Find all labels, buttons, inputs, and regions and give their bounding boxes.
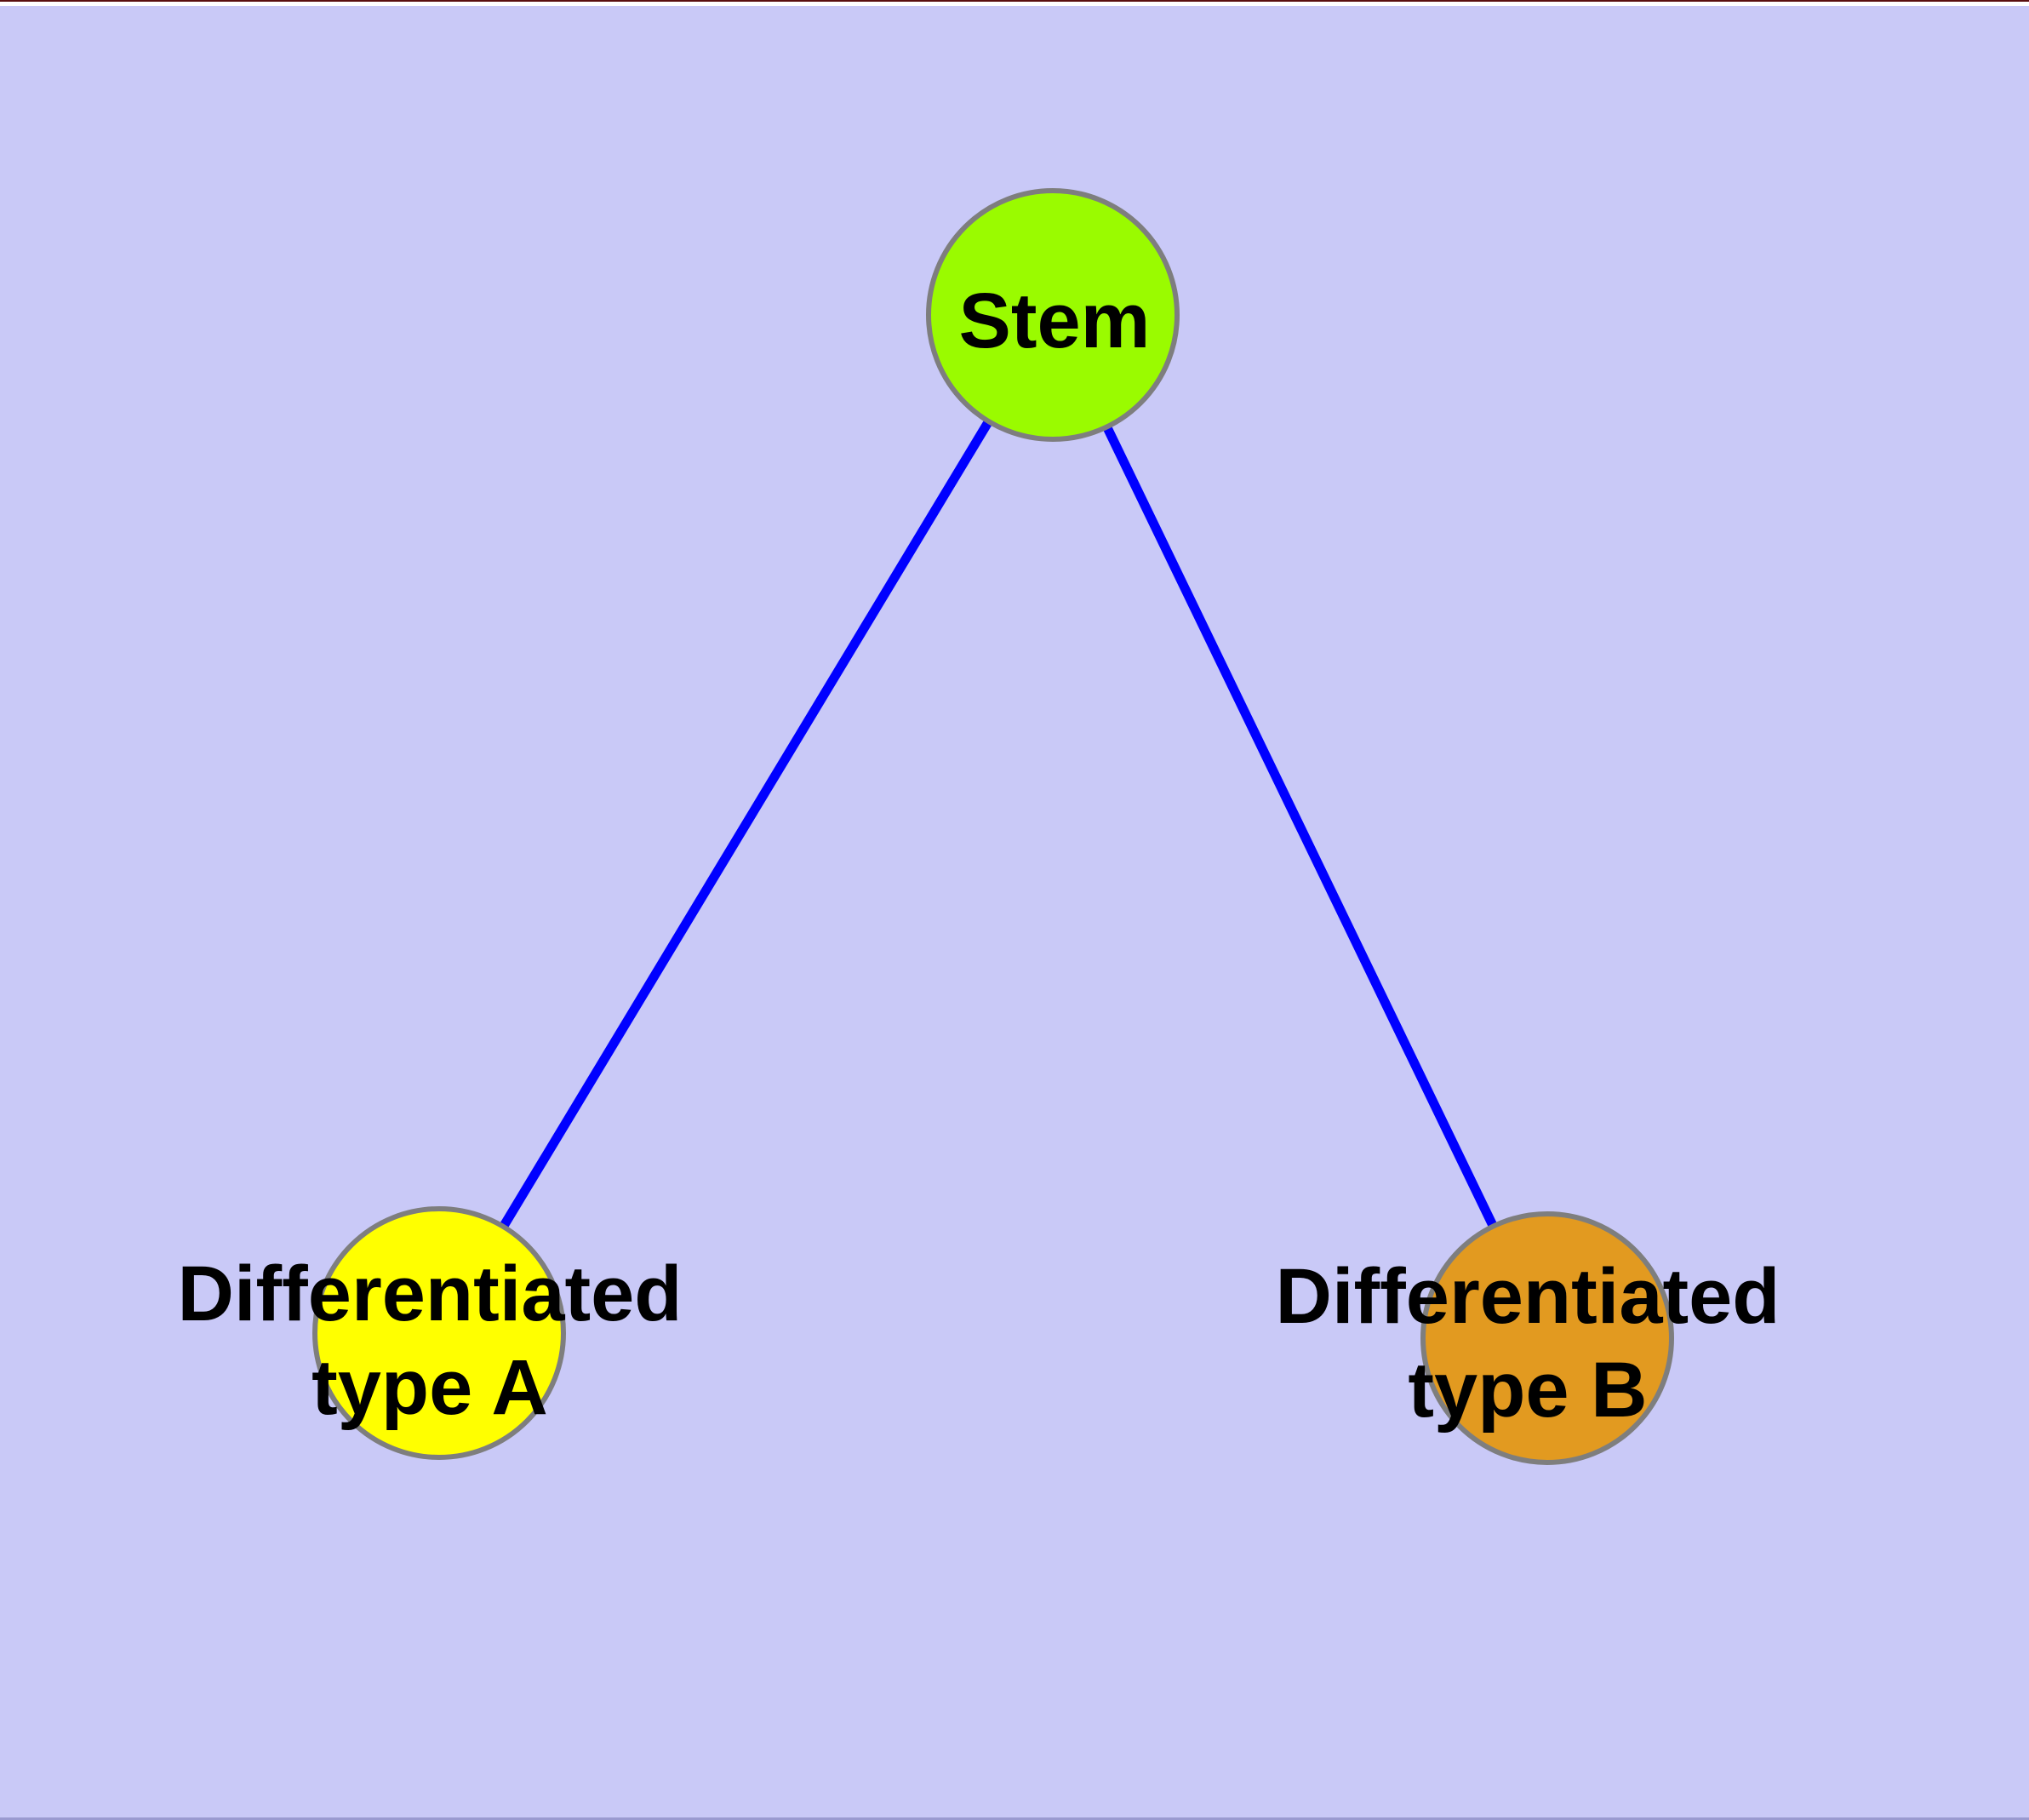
node-stem[interactable] xyxy=(926,188,1180,442)
node-label-stem: Stem xyxy=(958,278,1151,364)
top-edge-accent-line xyxy=(0,0,2029,2)
bottom-edge-line xyxy=(0,1817,2029,1820)
edge-stem-to-type-a xyxy=(435,312,1057,1336)
node-label-differentiated-type-b: Differentiated type B xyxy=(1275,1253,1780,1434)
top-edge-white-strip xyxy=(0,2,2029,6)
node-differentiated-type-b[interactable] xyxy=(1420,1211,1674,1465)
node-differentiated-type-a[interactable] xyxy=(312,1206,566,1460)
edge-stem-to-type-b xyxy=(1049,312,1552,1341)
node-label-differentiated-type-a: Differentiated type A xyxy=(177,1251,683,1431)
